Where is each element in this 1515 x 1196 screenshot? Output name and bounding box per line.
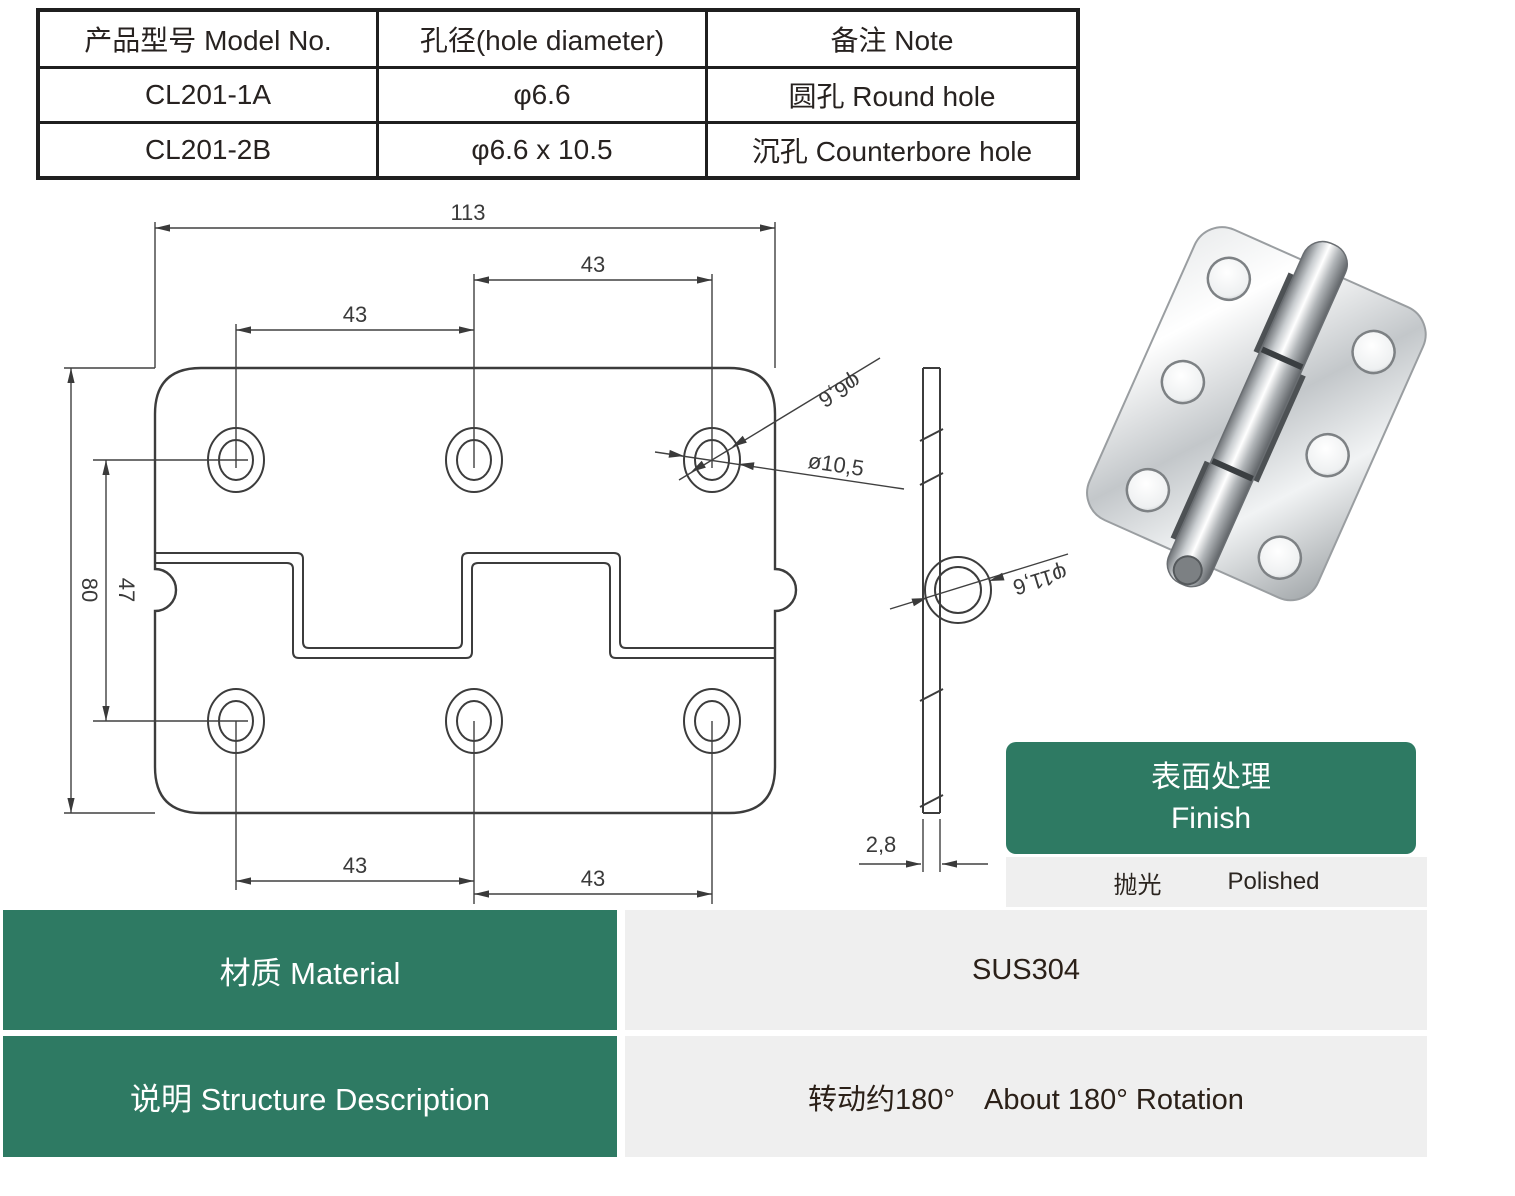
spec-hole-2: φ6.6 x 10.5 [376,121,708,180]
front-view: 113 43 43 80 47 43 43 φ6,6 ø10,5 [64,200,905,904]
spec-model-1: CL201-1A [36,66,379,124]
finish-value-row: 抛光 Polished [1006,857,1427,907]
thickness-label: 2,8 [866,832,897,857]
dim-top-right-pitch: 43 [581,252,605,277]
spec-note-1: 圆孔 Round hole [705,66,1080,124]
knuckle-joint [1211,458,1254,482]
extension-lines [64,222,776,904]
pin-end [1172,555,1203,586]
finish-card: 表面处理 Finish [1006,742,1416,854]
finish-title-zh: 表面处理 [1151,760,1271,794]
spec-model-2: CL201-2B [36,121,379,180]
leaf-seam-upper [155,552,775,649]
photo-holes [1125,256,1396,580]
screw-holes [207,427,741,754]
structure-label: 说明 Structure Description [3,1036,617,1157]
hinge-plate-outline [153,366,798,815]
leaf-seam-lower [155,562,775,659]
dim-row-pitch: 47 [114,578,139,602]
dimension-lines [67,224,775,898]
spec-note-2: 沉孔 Counterbore hole [705,121,1080,180]
thickness-dim: 2,8 [859,819,988,872]
spec-header-model: 产品型号 Model No. [36,8,379,69]
finish-value-zh: 抛光 [1113,871,1162,899]
dim-bottom-right-pitch: 43 [581,866,605,891]
leaf-slot [1170,460,1211,540]
knuckle-dia-leader: φ11,6 [889,553,1070,610]
material-label: 材质 Material [3,910,617,1030]
structure-value: 转动约180° About 180° Rotation [625,1036,1427,1157]
side-strip [919,367,944,814]
spec-header-row: 产品型号 Model No. 孔径(hole diameter) 备注 Note [36,8,1080,69]
knuckle-joint [1260,346,1304,371]
product-photo [1086,226,1427,602]
hole-dia-label: φ6,6 [814,368,865,413]
finish-value-en: Polished [1227,868,1320,895]
technical-drawing: 113 43 43 80 47 43 43 φ6,6 ø10,5 [64,200,1070,904]
leaf-slot [1253,374,1306,483]
spec-header-hole: 孔径(hole diameter) [376,8,708,69]
leaf-slot [1253,272,1295,354]
spec-hole-1: φ6.6 [376,66,708,124]
dim-bottom-left-pitch: 43 [343,853,367,878]
finish-title-en: Finish [1170,802,1252,835]
dim-total-height: 80 [77,578,102,602]
dim-total-width: 113 [450,200,485,225]
spec-row-1: CL201-1A φ6.6 圆孔 Round hole [36,66,1080,124]
hinge-photo-group [1086,226,1427,602]
spec-table: 产品型号 Model No. 孔径(hole diameter) 备注 Note… [36,8,1080,180]
knuckle-circle [924,556,992,624]
material-value: SUS304 [625,910,1427,1030]
dim-top-left-pitch: 43 [343,302,367,327]
spec-header-note: 备注 Note [705,8,1080,69]
spec-row-2: CL201-2B φ6.6 x 10.5 沉孔 Counterbore hole [36,121,1080,180]
